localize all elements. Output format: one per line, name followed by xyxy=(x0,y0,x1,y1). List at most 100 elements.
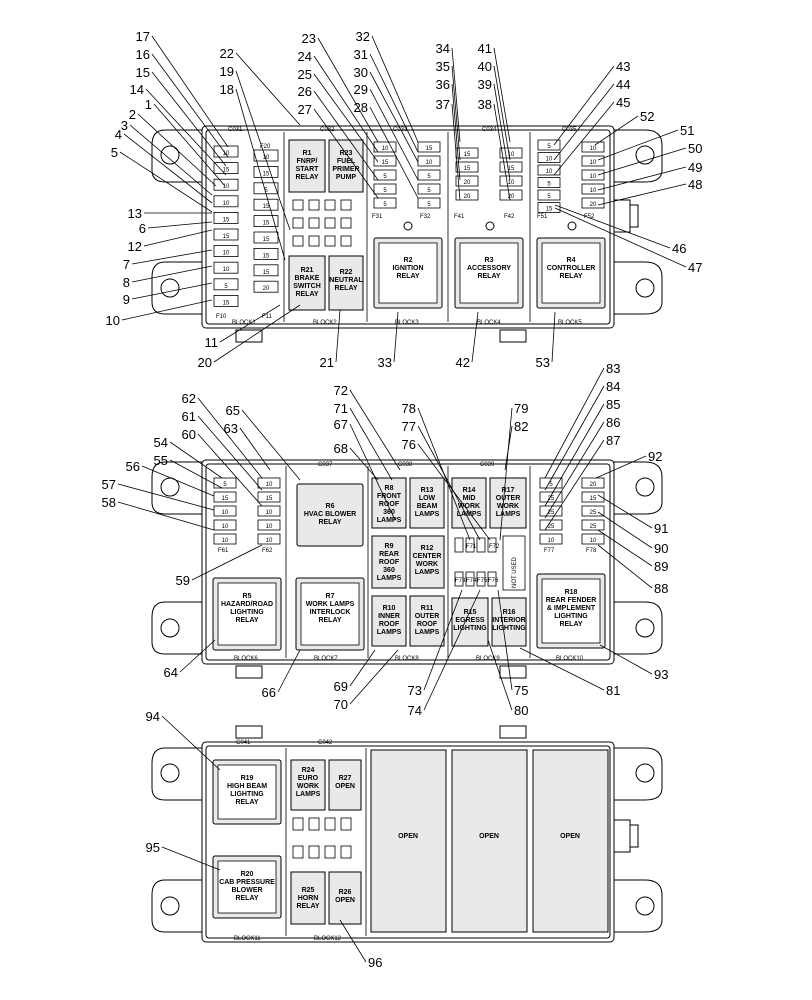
block10-left-fuse-value: 25 xyxy=(548,496,555,502)
leader-line xyxy=(553,83,615,161)
block3-5-fuses: 1015555151055515152020101510205101055151… xyxy=(373,139,605,213)
callout-number: 53 xyxy=(536,355,550,370)
relay-r23: R23 FUEL PRIMER PUMP xyxy=(328,139,364,193)
callout-81: 81 xyxy=(519,647,620,698)
leader-line xyxy=(131,282,213,300)
block5-right-fuse-value: 10 xyxy=(590,174,597,180)
svg-text:FNRP/: FNRP/ xyxy=(297,158,318,165)
leader-line xyxy=(504,425,513,471)
svg-text:START: START xyxy=(296,166,320,173)
callout-number: 59 xyxy=(176,573,190,588)
mount-tabs-1 xyxy=(151,129,663,343)
callout-number: 77 xyxy=(402,419,416,434)
block10-left-fuse: 25 xyxy=(539,519,563,531)
leader-line xyxy=(597,511,653,549)
leader-line xyxy=(451,47,461,143)
relay-r5: R5 HAZARD/ROAD LIGHTING RELAY xyxy=(212,577,282,651)
connector-c038: C038 xyxy=(398,462,413,468)
block4-left-fuse-value: 15 xyxy=(464,166,471,172)
callout-number: 80 xyxy=(514,703,528,718)
block1-left-fuse: 10 xyxy=(213,245,239,258)
callout-number: 46 xyxy=(672,241,686,256)
block1-left-fuse: 10 xyxy=(213,261,239,274)
block3-right-fuse-value: 15 xyxy=(426,146,433,152)
block5-left-fuse: 10 xyxy=(537,152,561,163)
leader-line xyxy=(369,71,419,163)
callout-13: 13 xyxy=(128,206,212,221)
fuse-label-f52: F52 xyxy=(584,214,595,220)
svg-text:LAMPS: LAMPS xyxy=(377,517,402,524)
leader-line xyxy=(277,649,301,693)
block1-left-fuse-value: 15 xyxy=(223,217,230,223)
callout-7: 7 xyxy=(123,249,213,272)
block6-left-fuse: 10 xyxy=(213,519,237,531)
callout-number: 43 xyxy=(616,59,630,74)
svg-text:LOW: LOW xyxy=(419,495,436,502)
callout-number: 26 xyxy=(298,84,312,99)
callout-55: 55 xyxy=(154,453,223,489)
block5-left-fuse: 5 xyxy=(537,177,561,188)
callout-number: 9 xyxy=(123,292,130,307)
fuse-box-3: C041 C042 R19 HIGH BEAM LIGHTING RELAY R… xyxy=(151,725,663,943)
leader-line xyxy=(597,129,679,161)
callout-87: 87 xyxy=(544,433,620,531)
connector-c035: C035 xyxy=(562,127,577,133)
block6-right-fuse-value: 10 xyxy=(266,482,273,488)
callout-8: 8 xyxy=(123,265,213,290)
callout-number: 48 xyxy=(688,177,702,192)
leader-line xyxy=(317,37,379,143)
relay-r1: R1 FNRP/ START RELAY xyxy=(288,139,326,193)
callout-56: 56 xyxy=(126,459,215,497)
block5-right-fuse: 20 xyxy=(581,197,605,209)
callout-number: 1 xyxy=(145,97,152,112)
callout-84: 84 xyxy=(544,379,620,491)
svg-text:BEAM: BEAM xyxy=(417,503,438,510)
block5-left-fuse-value: 5 xyxy=(547,144,551,150)
leader-line xyxy=(313,55,379,153)
callout-4: 4 xyxy=(115,127,213,204)
leader-line xyxy=(597,529,653,567)
block1-right-fuse-value: 15 xyxy=(263,204,270,210)
callout-25: 25 xyxy=(298,67,379,163)
fuse-label-f74: F74 xyxy=(466,578,477,584)
callout-number: 71 xyxy=(334,401,348,416)
callout-number: 54 xyxy=(154,435,168,450)
leader-line xyxy=(554,204,671,249)
callout-number: 56 xyxy=(126,459,140,474)
relay-r3: R3 ACCESSORY RELAY xyxy=(454,237,524,309)
svg-text:R22: R22 xyxy=(340,269,353,276)
block4-right-fuse-value: 15 xyxy=(508,166,515,172)
block10-right-fuse: 15 xyxy=(581,491,605,503)
block1-right-fuse: 15 xyxy=(253,247,279,260)
leader-line xyxy=(129,124,213,196)
leader-line xyxy=(151,35,229,148)
svg-text:CONTROLLER: CONTROLLER xyxy=(547,265,596,272)
callout-number: 30 xyxy=(354,65,368,80)
svg-text:RELAY: RELAY xyxy=(295,291,318,298)
leader-line xyxy=(544,439,605,531)
connector-c031: C031 xyxy=(228,127,243,133)
block1-right-fuse-value: 15 xyxy=(263,253,270,259)
leader-line xyxy=(137,113,217,187)
block10-left-fuse: 25 xyxy=(539,491,563,503)
block-label-3: BLOCK3 xyxy=(395,320,419,326)
callout-21: 21 xyxy=(320,309,341,370)
callout-number: 72 xyxy=(334,383,348,398)
callout-number: 17 xyxy=(136,29,150,44)
callout-58: 58 xyxy=(102,495,215,531)
callout-80: 80 xyxy=(487,639,528,718)
callout-57: 57 xyxy=(102,477,215,511)
callout-86: 86 xyxy=(544,415,620,519)
leader-line xyxy=(451,65,461,161)
block4-right-fuse: 20 xyxy=(499,189,523,201)
block3-left-fuse: 15 xyxy=(373,155,397,167)
callout-82: 82 xyxy=(504,419,528,471)
block1-left-fuse-value: 10 xyxy=(223,184,230,190)
block1-right-fuse: 10 xyxy=(253,149,279,162)
block6-left-fuse-value: 10 xyxy=(222,538,229,544)
svg-text:R21: R21 xyxy=(301,267,314,274)
block10-right-fuse: 25 xyxy=(581,519,605,531)
block-label-7: BLOCK7 xyxy=(314,656,338,662)
block3-left-fuse-value: 5 xyxy=(383,174,387,180)
